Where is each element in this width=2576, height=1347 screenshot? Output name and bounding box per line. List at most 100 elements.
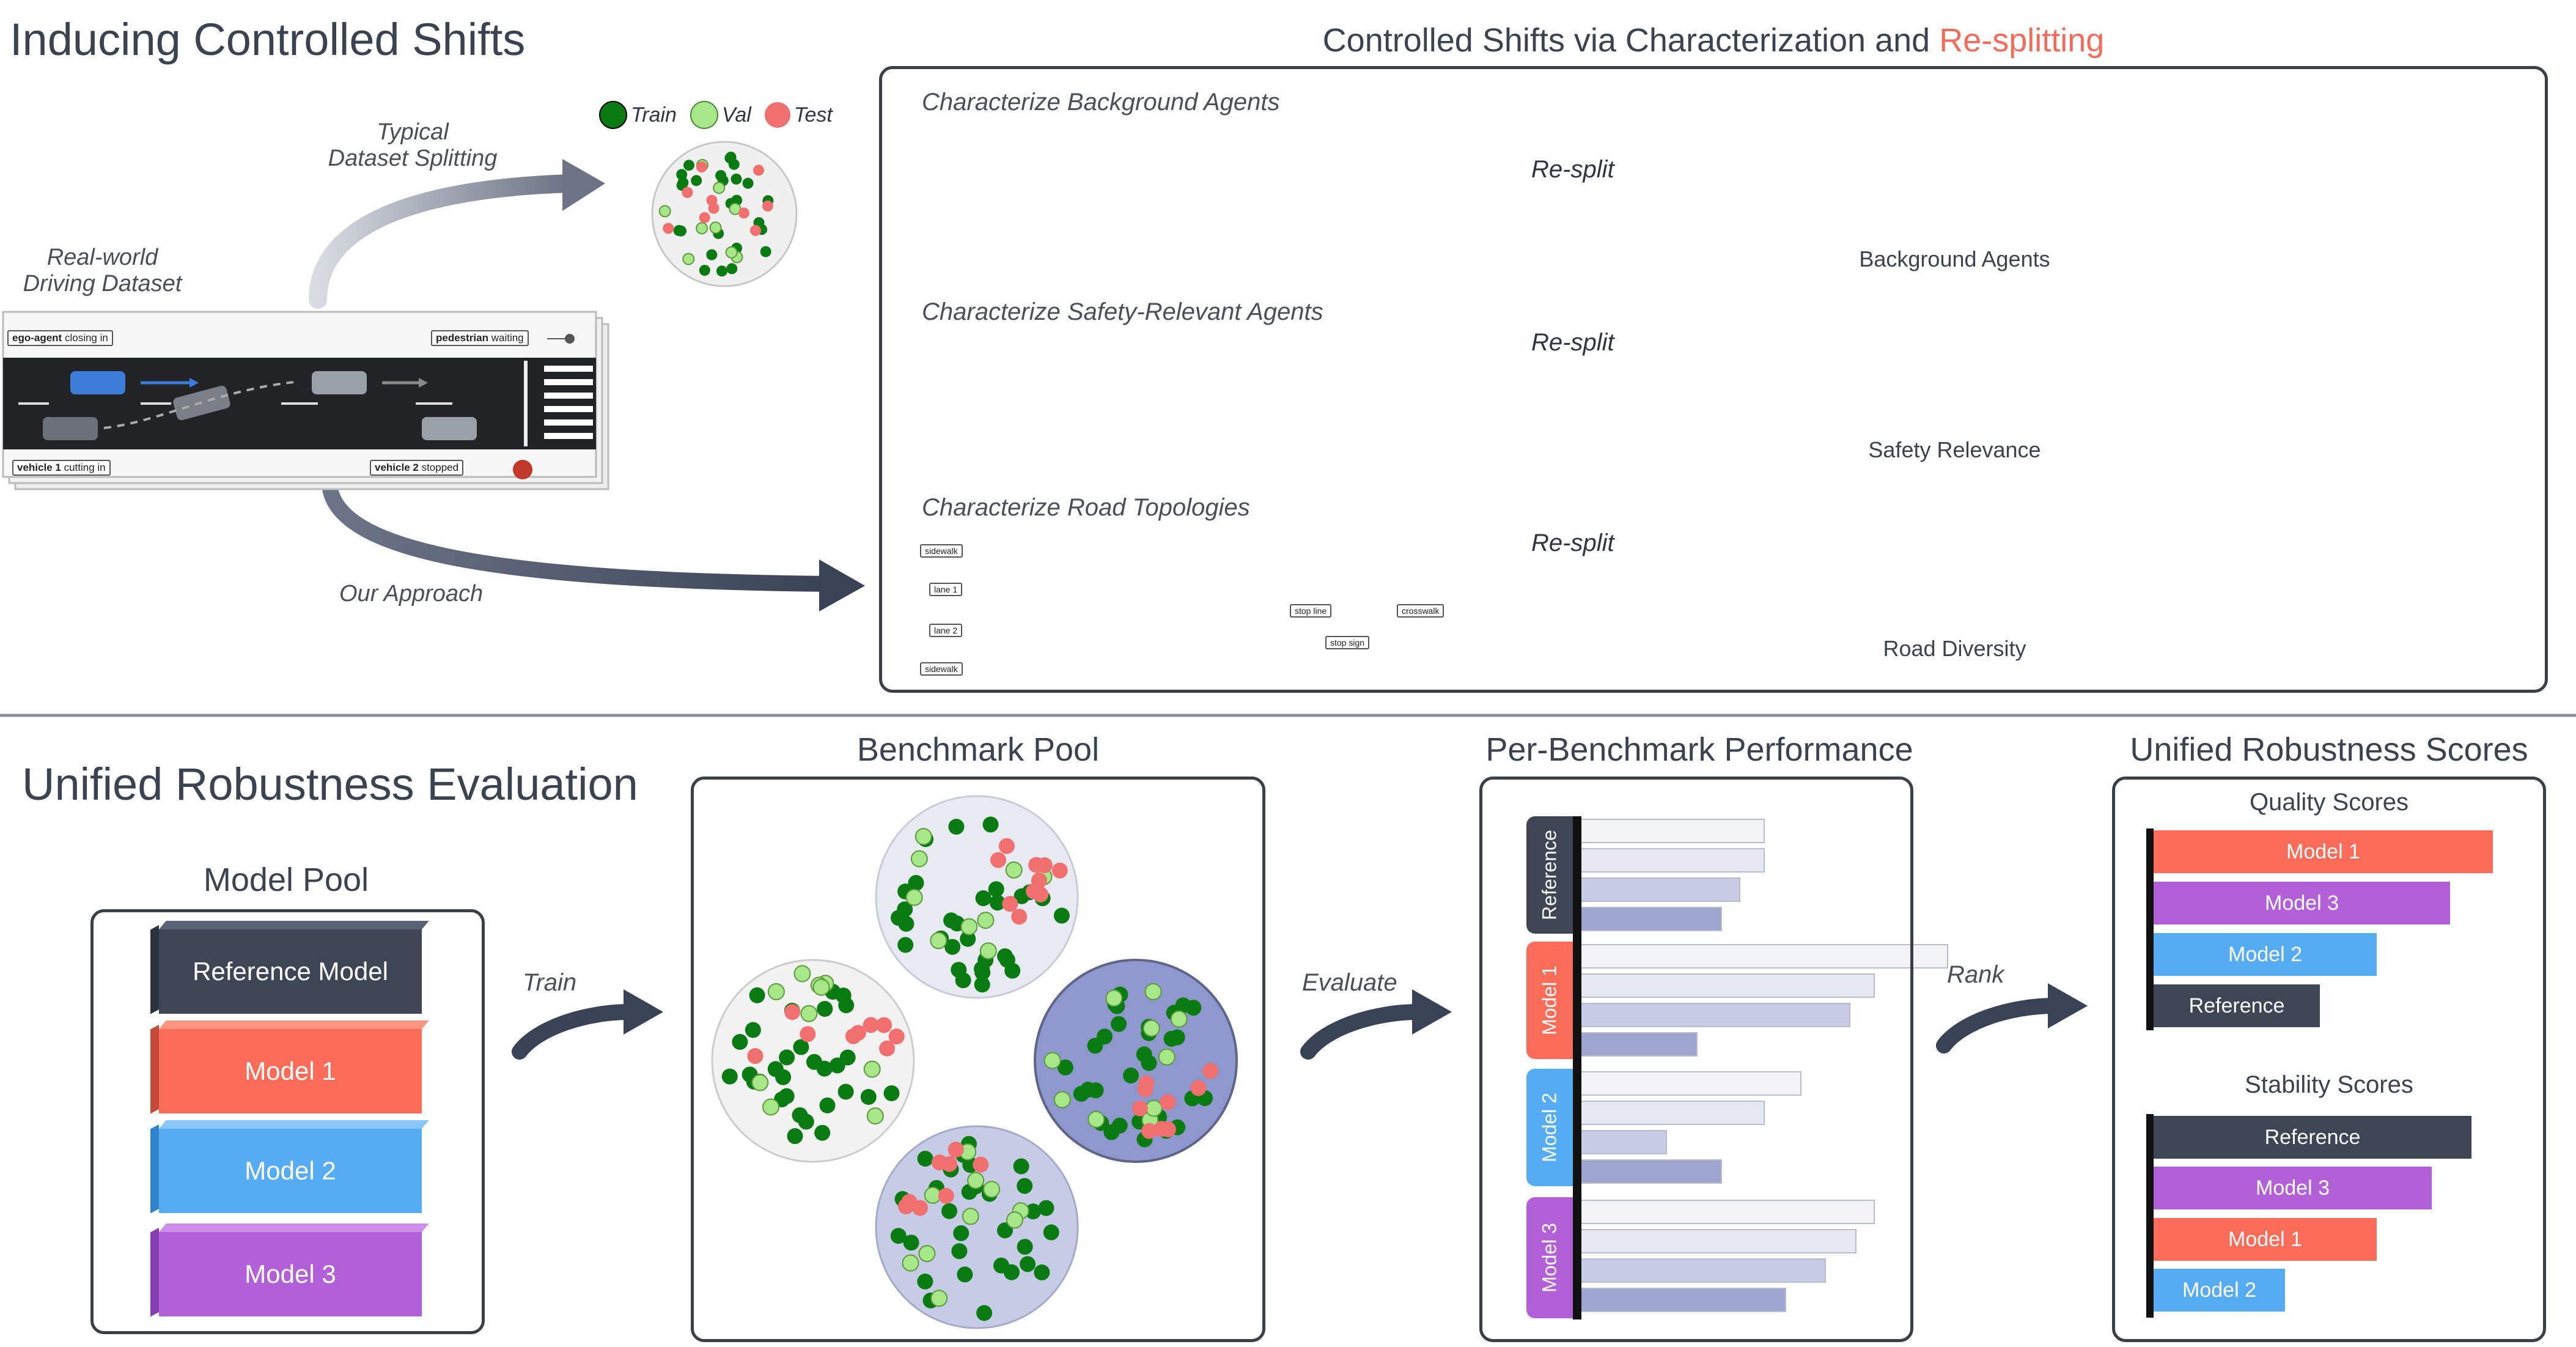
train-dot xyxy=(1003,1264,1020,1280)
train-dot xyxy=(897,937,914,953)
train-dot xyxy=(1025,1203,1041,1220)
val-dot xyxy=(863,1060,881,1078)
test-dot xyxy=(1026,883,1042,899)
train-dot xyxy=(817,1001,833,1017)
resplitting-highlight: Re-splitting xyxy=(1939,22,2105,59)
test-dot xyxy=(1137,1081,1154,1098)
val-dot xyxy=(1006,1211,1023,1229)
train-dot xyxy=(1087,1038,1103,1054)
train-dot xyxy=(1020,1256,1036,1272)
benchmark-pool-title: Benchmark Pool xyxy=(856,731,1100,768)
train-dot xyxy=(1053,907,1070,924)
train-label: Train xyxy=(523,969,577,996)
row-label-safety: Characterize Safety-Relevant Agents xyxy=(922,298,1323,325)
train-dot xyxy=(917,1273,933,1290)
box-top-face xyxy=(159,1223,429,1232)
resplit-label-3: Re-split xyxy=(1531,530,1614,556)
train-dot xyxy=(976,1305,993,1321)
train-dot xyxy=(951,1243,968,1260)
train-dot xyxy=(742,177,754,189)
train-dot xyxy=(1013,1158,1029,1175)
val-dot xyxy=(1143,1019,1160,1037)
ego-agent-tag: ego-agent closing in xyxy=(7,330,113,346)
val-dot xyxy=(902,1254,919,1272)
evaluate-label: Evaluate xyxy=(1302,969,1397,996)
stability-bar-rank2: Model 3 xyxy=(2154,1167,2432,1209)
box-front-face xyxy=(159,1232,422,1316)
test-dot xyxy=(1011,909,1028,925)
val-swatch-icon xyxy=(690,101,718,129)
train-dot xyxy=(749,987,765,1003)
quality-scores-title: Quality Scores xyxy=(2249,789,2409,816)
val-dot xyxy=(1170,1010,1188,1028)
train-dot xyxy=(1073,1085,1089,1102)
axis-label-background: Background Agents xyxy=(1859,246,2050,271)
test-dot xyxy=(938,1187,954,1204)
test-dot xyxy=(750,225,761,236)
test-swatch-icon xyxy=(764,102,790,128)
our-approach-label: Our Approach xyxy=(339,581,484,607)
test-dot xyxy=(1036,857,1053,873)
train-dot xyxy=(955,972,971,989)
performance-bar xyxy=(1580,1003,1850,1027)
train-arrow xyxy=(512,989,663,1060)
stability-bar-rank1: Reference xyxy=(2154,1116,2471,1159)
train-dot xyxy=(860,1089,877,1105)
resplit-label-2: Re-split xyxy=(1531,329,1614,356)
train-dot xyxy=(917,1151,933,1167)
benchmark-circle-top-dots xyxy=(891,816,1070,993)
stop-line-tag: stop line xyxy=(1290,604,1332,618)
val-dot xyxy=(709,221,722,234)
legend: Train Val Test xyxy=(599,101,833,129)
val-dot xyxy=(1005,861,1023,879)
test-dot xyxy=(990,852,1006,868)
scores-panel xyxy=(2112,777,2546,1342)
box-front-face xyxy=(159,1129,422,1213)
test-dot xyxy=(1190,1080,1207,1096)
row-label-background: Characterize Background Agents xyxy=(922,89,1280,116)
train-dot xyxy=(829,1057,845,1074)
train-dot xyxy=(982,816,999,833)
test-dot xyxy=(753,164,764,176)
dataset-label: Real-world Driving Dataset xyxy=(23,245,182,297)
evaluate-arrow xyxy=(1300,989,1452,1060)
val-dot xyxy=(866,1107,884,1125)
benchmark-pool-panel xyxy=(691,777,1265,1342)
sidewalk-tag: sidewalk xyxy=(920,662,963,676)
box-side-face xyxy=(150,1025,159,1114)
test-dot xyxy=(682,186,693,198)
val-dot xyxy=(979,942,997,960)
performance-bar xyxy=(1580,819,1765,843)
performance-bars xyxy=(1580,819,1948,1312)
test-dot xyxy=(738,207,749,219)
quality-bar-rank4: Reference xyxy=(2154,984,2320,1027)
train-dot xyxy=(675,225,686,237)
train-dot xyxy=(1038,1200,1054,1216)
train-dot xyxy=(716,265,727,277)
val-dot xyxy=(725,246,738,259)
train-dot xyxy=(1111,1016,1127,1032)
val-dot xyxy=(962,1208,979,1225)
stability-scores-title: Stability Scores xyxy=(2245,1071,2413,1098)
test-dot xyxy=(800,1026,816,1043)
crosswalk-tag: crosswalk xyxy=(1397,604,1444,618)
train-dot xyxy=(725,152,737,163)
box-side-face xyxy=(150,925,159,1014)
perf-group-model3: Model 3 xyxy=(1526,1197,1573,1318)
train-dot xyxy=(1043,1224,1059,1241)
val-dot xyxy=(930,932,948,950)
train-dot xyxy=(699,265,710,276)
train-dot xyxy=(1163,1030,1180,1047)
train-dot xyxy=(948,819,965,835)
pedestrian-tag: pedestrian waiting xyxy=(431,330,529,346)
train-dot xyxy=(908,875,924,891)
typical-split-circle xyxy=(651,141,798,287)
val-dot xyxy=(1105,989,1123,1007)
test-dot xyxy=(1051,862,1068,879)
val-dot xyxy=(812,978,830,996)
perf-group-reference: Reference xyxy=(1526,816,1573,934)
test-dot xyxy=(948,1142,964,1158)
typical-split-label: Typical Dataset Splitting xyxy=(328,119,498,171)
val-dot xyxy=(751,1074,769,1091)
train-dot xyxy=(745,1022,761,1038)
